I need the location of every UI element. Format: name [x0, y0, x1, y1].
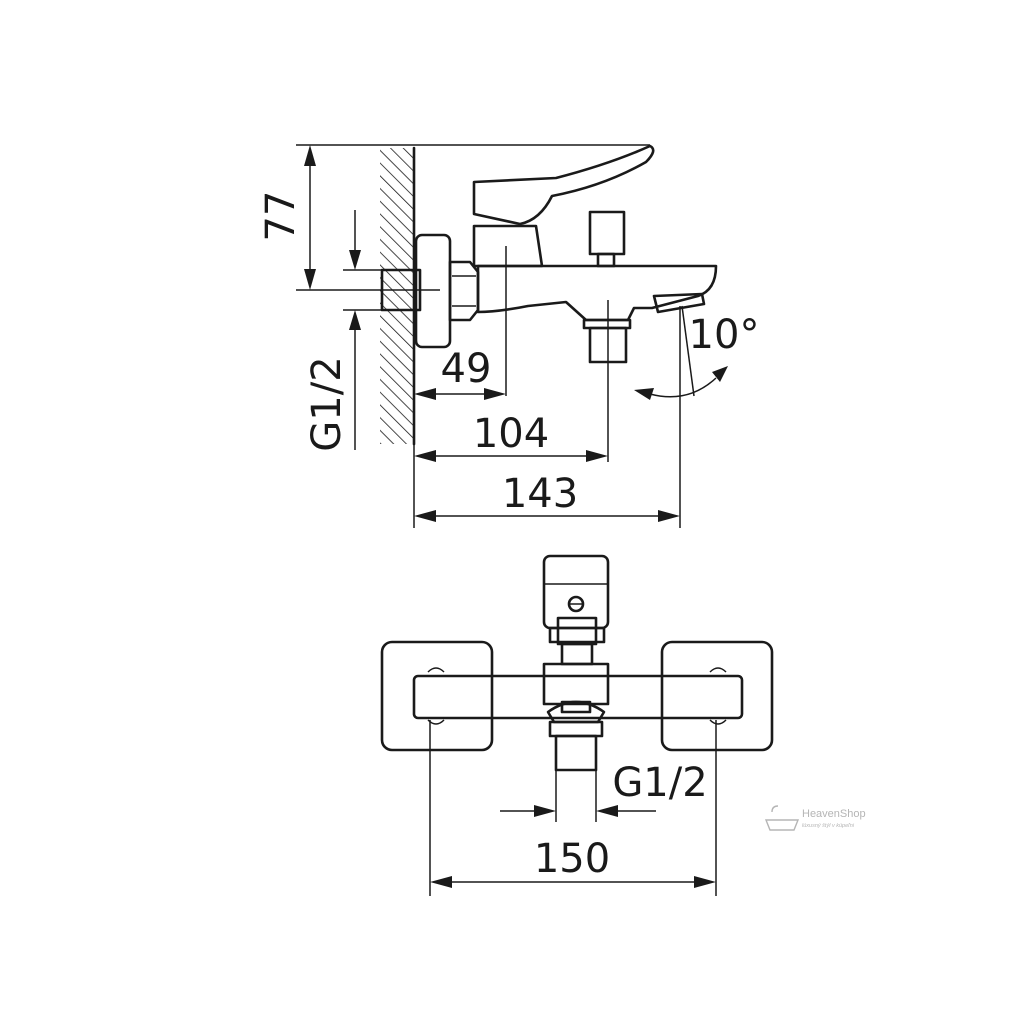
- dim-body-label: 49: [441, 346, 492, 392]
- right-escutcheon: [660, 640, 774, 752]
- dim-thread-front-label: G1/2: [612, 760, 707, 806]
- front-view: G1/2 150: [380, 554, 774, 896]
- front-body: [412, 674, 744, 720]
- diverter-knob: [588, 210, 626, 256]
- hex-nut: [448, 260, 480, 322]
- lever-handle: [472, 144, 655, 226]
- dim-thread-side-label: G1/2: [304, 356, 350, 451]
- handle-column: [472, 224, 544, 268]
- front-connector: [554, 734, 598, 772]
- dim-height-label: 77: [258, 191, 304, 242]
- dim-angle-label: 10°: [689, 312, 760, 358]
- left-escutcheon: [380, 640, 494, 752]
- dim-total-label: 143: [502, 471, 578, 517]
- dim-outlet-label: 104: [473, 411, 549, 457]
- spout-outlet: [652, 292, 706, 314]
- watermark-tagline: lúxusný štýl v kúpeľni: [802, 823, 855, 829]
- wall-hatch: [380, 148, 414, 444]
- watermark: HeavenShop lúxusný štýl v kúpeľni: [764, 805, 866, 831]
- bathtub-icon: [764, 805, 800, 831]
- watermark-brand: HeavenShop: [802, 808, 866, 820]
- side-view: 77 G1/2 49 104 143 10°: [258, 144, 760, 528]
- dim-centers-label: 150: [534, 836, 610, 882]
